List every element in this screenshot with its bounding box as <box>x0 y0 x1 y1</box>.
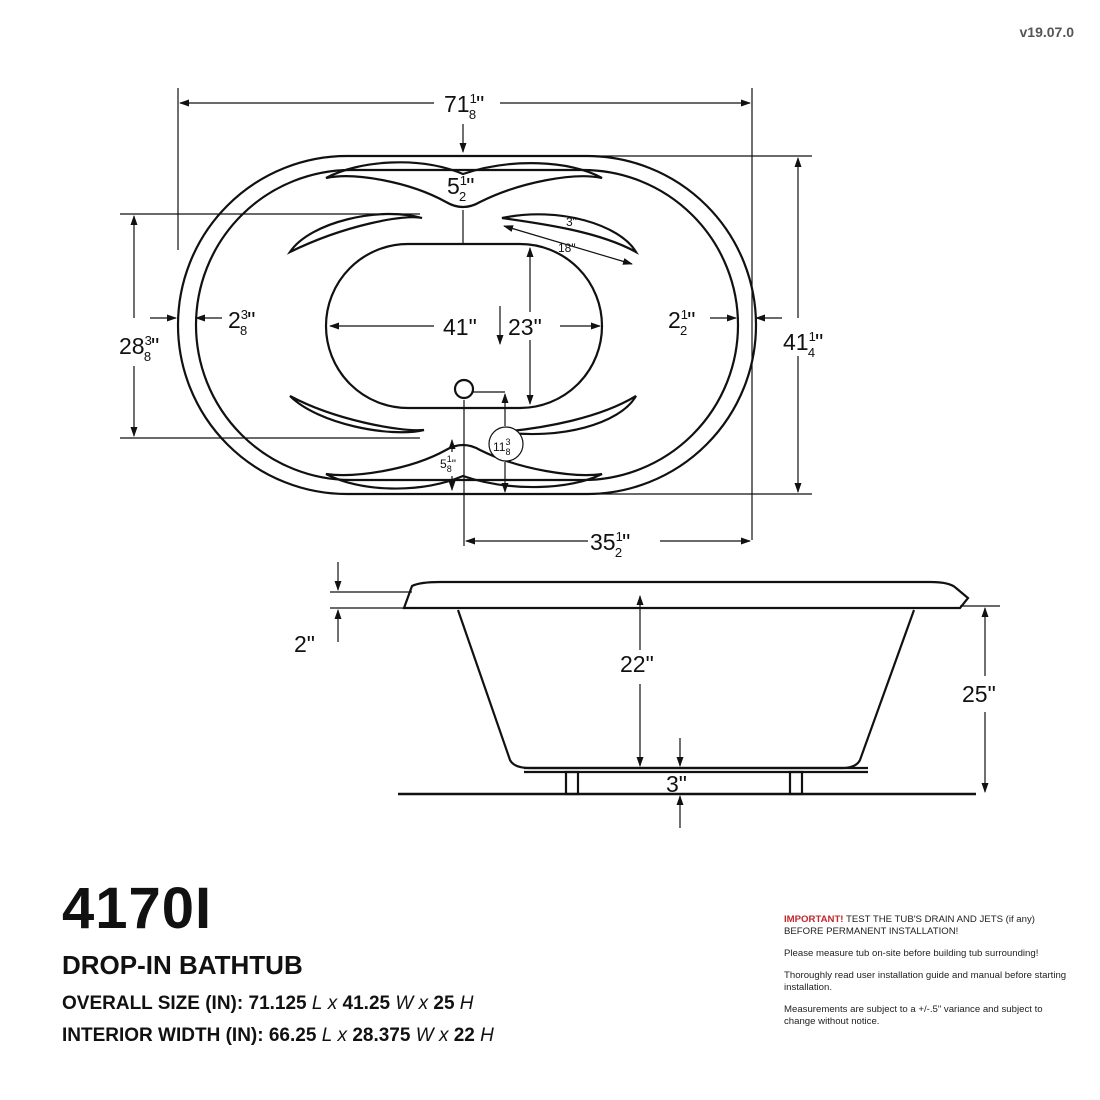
dim-interior-depth: 22" <box>620 651 654 677</box>
overall-height-unit: H <box>459 993 474 1014</box>
interior-height-unit: H <box>480 1025 494 1046</box>
overall-length-unit: L <box>311 993 323 1014</box>
tub-side-rim <box>402 580 970 610</box>
dim-interior-length: 41" <box>443 314 477 340</box>
note-read-guide: Thoroughly read user installation guide … <box>784 969 1067 993</box>
note-important: IMPORTANT! TEST THE TUB'S DRAIN AND JETS… <box>784 914 1074 938</box>
top-view-dimensions <box>120 88 812 546</box>
tub-side-body <box>456 609 916 770</box>
interior-size-label: INTERIOR WIDTH (IN): <box>62 1025 264 1046</box>
interior-width-unit: W <box>415 1025 434 1046</box>
note-variance: Measurements are subject to a +/-.5" var… <box>784 1003 1043 1027</box>
overall-width-unit: W <box>395 993 414 1014</box>
dim-interior-width: 23" <box>508 314 542 340</box>
tub-outer-rim <box>176 154 758 496</box>
dim-armrest-length: 18" <box>558 241 576 255</box>
model-number: 4170I <box>62 876 213 941</box>
drain-offset-callout <box>488 426 524 462</box>
dim-armrest-width: 3" <box>566 215 577 229</box>
important-text: TEST THE TUB'S DRAIN AND JETS (if any) B… <box>784 914 1035 937</box>
version-label: v19.07.0 <box>1019 24 1075 40</box>
tub-leg-right <box>788 770 804 796</box>
interior-sep-1: x <box>337 1025 348 1046</box>
tub-leg-left <box>564 770 580 796</box>
top-view <box>176 154 758 496</box>
interior-height: 22 <box>453 1025 475 1046</box>
overall-size-label: OVERALL SIZE (IN): <box>62 993 244 1014</box>
dim-lip-height: 2" <box>294 631 315 657</box>
armrest-upper-right <box>501 213 640 255</box>
interior-width: 28.375 <box>352 1025 411 1046</box>
upper-channel <box>325 161 603 209</box>
dim-total-height: 25" <box>962 681 996 707</box>
interior-length: 66.25 <box>268 1025 317 1046</box>
overall-height: 25 <box>433 993 455 1014</box>
tub-inner-rim <box>194 168 740 482</box>
armrest-lower-left <box>289 395 425 434</box>
overall-size-spec: OVERALL SIZE (IN): 71.125 L x 41.25 W x … <box>62 994 474 1013</box>
lower-channel <box>325 443 603 490</box>
interior-size-spec: INTERIOR WIDTH (IN): 66.25 L x 28.375 W … <box>62 1026 494 1045</box>
side-view-dimensions <box>330 562 1000 828</box>
dim-base-height: 3" <box>666 771 687 797</box>
note-measure: Please measure tub on-site before buildi… <box>784 947 1039 959</box>
important-label: IMPORTANT! <box>784 914 844 925</box>
armrest-lower-right <box>501 395 637 436</box>
interior-length-unit: L <box>321 1025 333 1046</box>
overall-sep-1: x <box>327 993 338 1014</box>
side-view <box>398 580 976 796</box>
overall-sep-2: x <box>418 993 429 1014</box>
product-type: DROP-IN BATHTUB <box>62 950 303 980</box>
overall-length: 71.125 <box>248 993 307 1014</box>
armrest-upper-left <box>286 212 423 255</box>
overall-width: 41.25 <box>342 993 391 1014</box>
drain-circle <box>453 378 475 400</box>
side-view-labels: 2" 22" 25" 3" <box>294 631 996 797</box>
interior-sep-2: x <box>438 1025 449 1046</box>
installation-notes: IMPORTANT! TEST THE TUB'S DRAIN AND JETS… <box>784 914 1074 1038</box>
